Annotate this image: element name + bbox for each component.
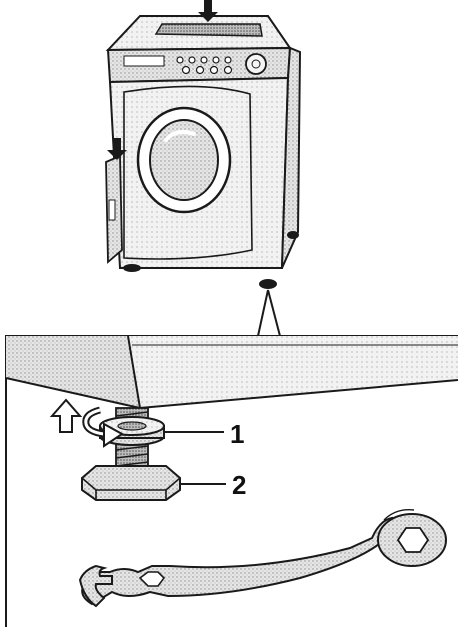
wrench [78, 509, 447, 608]
display-panel [123, 55, 165, 67]
detergent-drawer [154, 23, 263, 37]
control-buttons [176, 56, 233, 75]
wrench-open-end [78, 564, 113, 608]
foot-front-left [123, 264, 141, 272]
callout-label-1: 1 [230, 419, 245, 449]
arrow-down-icon [107, 138, 127, 160]
foot-front-right [259, 279, 277, 289]
machine-base-front [6, 336, 140, 408]
callout-label-2: 2 [232, 470, 247, 500]
arrow-up-icon [49, 398, 83, 433]
machine-base-side [128, 336, 458, 408]
arrow-down-icon [198, 0, 218, 22]
rotate-arrow-icon [82, 406, 124, 448]
detail-panel [5, 335, 458, 627]
wrench-body [81, 516, 394, 606]
foot-back-right [287, 231, 299, 239]
program-dial [245, 53, 267, 75]
foot-base [81, 465, 181, 501]
washing-machine [105, 15, 302, 289]
zoom-indicator [257, 289, 281, 337]
machine-side [281, 46, 302, 269]
adjustable-foot [81, 407, 181, 501]
